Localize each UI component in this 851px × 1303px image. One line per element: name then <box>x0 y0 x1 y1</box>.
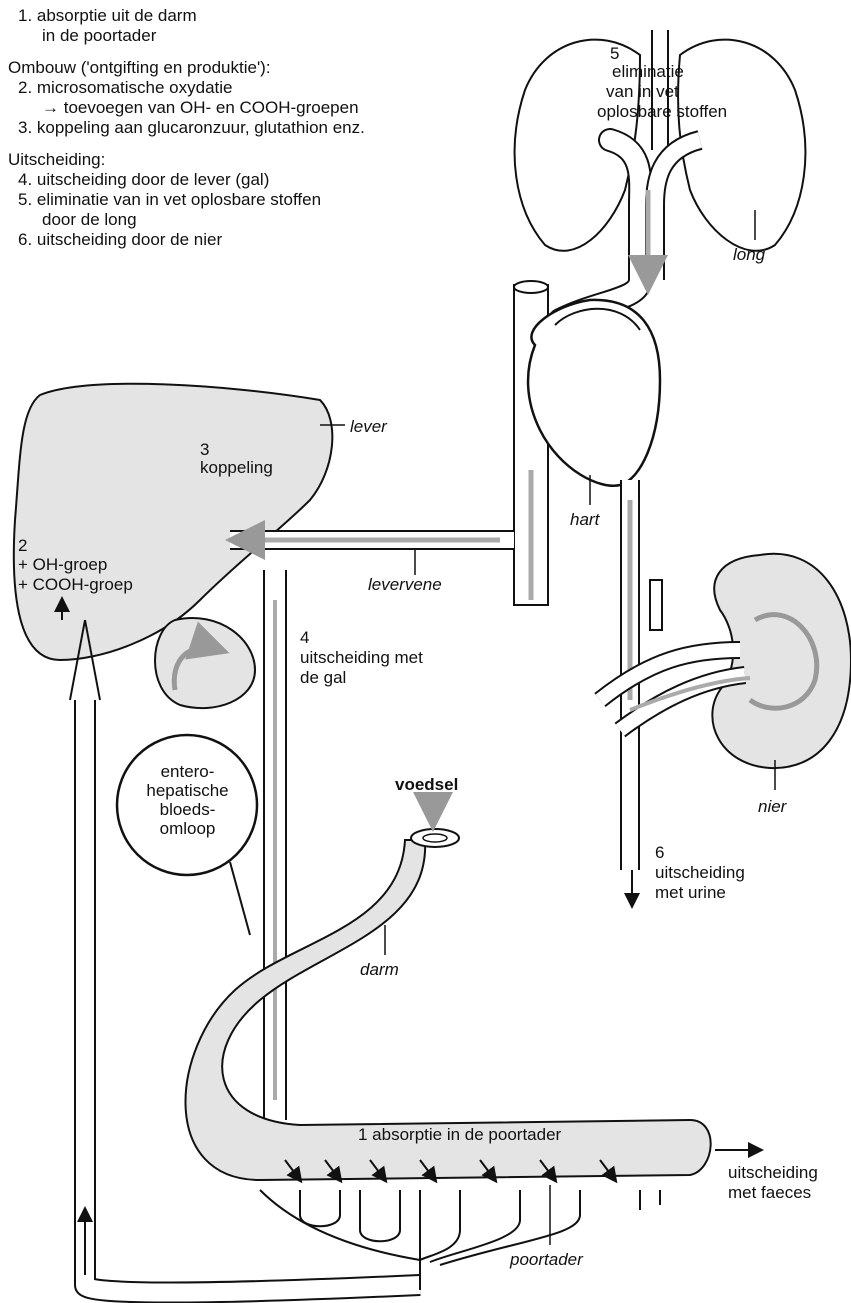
label-3-koppeling: koppeling <box>200 458 273 477</box>
label-5-line1: eliminatie <box>612 62 684 81</box>
circle-line4: omloop <box>150 819 225 838</box>
label-levervene: levervene <box>368 575 442 594</box>
label-4-line2: de gal <box>300 668 346 687</box>
label-6-number: 6 <box>655 843 664 862</box>
label-5-line2: van in vet <box>606 82 679 101</box>
label-lever: lever <box>350 417 387 436</box>
label-5-line3: oplosbare stoffen <box>597 102 727 121</box>
label-5-number: 5 <box>610 44 619 63</box>
label-hart: hart <box>570 510 599 529</box>
kidney <box>712 554 851 768</box>
label-6-line1: uitscheiding <box>655 863 745 882</box>
label-faeces-line1: uitscheiding <box>728 1163 818 1182</box>
label-voedsel: voedsel <box>395 775 458 794</box>
circle-line2: hepatische <box>140 781 235 800</box>
label-4-line1: uitscheiding met <box>300 648 423 667</box>
portal-network <box>260 1190 660 1290</box>
circle-line3: bloeds- <box>150 800 225 819</box>
label-2-cooh: + COOH-groep <box>18 575 133 594</box>
gallbladder <box>155 618 255 708</box>
label-3-number: 3 <box>200 440 209 459</box>
label-6-line2: met urine <box>655 883 726 902</box>
label-long: long <box>733 245 765 264</box>
label-faeces-line2: met faeces <box>728 1183 811 1202</box>
label-nier: nier <box>758 797 786 816</box>
label-1-absorptie: 1 absorptie in de poortader <box>358 1125 561 1144</box>
label-4-number: 4 <box>300 628 309 647</box>
circle-line1: entero- <box>150 762 225 781</box>
label-2-oh: + OH-groep <box>18 555 107 574</box>
label-darm: darm <box>360 960 399 979</box>
label-2-number: 2 <box>18 536 27 555</box>
label-poortader: poortader <box>510 1250 583 1269</box>
